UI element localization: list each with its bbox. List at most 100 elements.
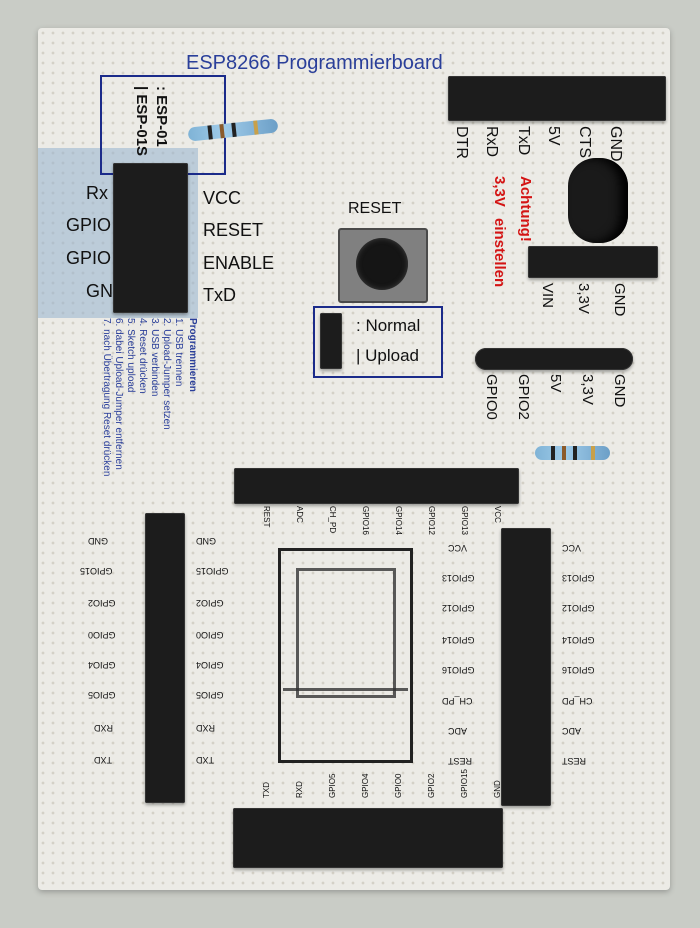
bottom-label-6: GPIO15 [460,769,469,798]
right-label-2: ENABLE [203,253,275,273]
jumper-normal-label: : Normal [356,316,421,335]
capacitor [568,158,628,243]
top-header-label-0: DTR [453,126,470,159]
top-header-label-1: RxD [483,126,500,158]
left-column-inner-2: GPIO2 [196,598,224,608]
right-column-inner-0: VCC [448,543,468,553]
left-column-inner-3: GPIO0 [196,630,224,640]
bottom-label-4: GPIO0 [394,773,403,798]
left-column-inner-1: GPIO15 [196,566,229,576]
right-column-inner-5: CH_PD [442,696,473,706]
right-column-inner-6: ADC [448,726,468,736]
left-column-outer-7: TXD [94,755,112,765]
pcb-board: ESP8266 Programmierboard : ESP-01 | ESP-… [38,28,670,890]
bottom-label-5: GPIO2 [427,773,436,798]
warning-prefix: Achtung! [517,176,534,242]
right-column-outer-6: ADC [562,726,582,736]
left-label-2: GPIO [66,248,112,268]
right-label-0: VCC [203,188,242,208]
left-column-inner-5: GPIO5 [196,690,224,700]
jumper-upload-label: | Upload [356,346,420,365]
left-column-inner-4: GPIO4 [196,660,224,670]
left-column-outer-3: GPIO0 [88,630,116,640]
esp12-top-label-0: REST [262,506,271,528]
right-column-outer-1: GPIO13 [562,573,595,583]
right-vertical-header [501,528,551,806]
voltage-label-2: GND [611,283,628,317]
right-column-outer-5: CH_PD [562,696,593,706]
warning-highlight: 3,3V [491,176,508,207]
instruction-step-5: 5. Sketch upload [125,318,136,393]
esp12-top-header [234,468,519,504]
gpio-label-2: 5V [547,374,564,393]
voltage-selector-header [528,246,658,278]
right-column-outer-2: GPIO12 [562,603,595,613]
right-column-inner-1: GPIO13 [442,573,475,583]
right-column-inner-7: REST [448,756,473,766]
left-column-outer-4: GPIO4 [88,660,116,670]
instruction-step-6: 6. dabei Upload-Jumper entfernen [113,318,124,470]
warning-suffix: einstellen [491,218,508,288]
gpio-label-0: GPIO0 [483,374,500,420]
instruction-step-4: 4. Reset drücken [137,318,148,394]
left-column-outer-5: GPIO5 [88,690,116,700]
right-column-inner-4: GPIO16 [442,665,475,675]
bottom-label-3: GPIO4 [361,773,370,798]
esp12-footprint [278,548,413,763]
left-label-0: Rx [86,183,108,203]
instruction-step-1: 1. USB trennen [173,318,184,387]
left-column-outer-6: RXD [94,723,114,733]
top-header-label-3: 5V [545,126,562,146]
board-title: ESP8266 Programmierboard [186,52,443,74]
voltage-label-0: VIN [539,283,556,309]
right-column-outer-7: REST [562,756,587,766]
esp12-top-label-7: VCC [493,506,502,523]
right-label-1: RESET [203,220,264,240]
upload-jumper[interactable] [320,313,342,369]
bottom-label-0: TXD [262,782,271,798]
top-header-label-2: TxD [515,126,532,156]
top-header-label-4: CTS [576,126,593,158]
gpio-pin-header [475,348,633,370]
right-column-inner-3: GPIO14 [442,635,475,645]
left-column-inner-6: RXD [196,723,216,733]
left-label-3: GN [86,281,113,301]
reset-button-cap[interactable] [356,238,408,290]
left-label-1: GPIO [66,215,112,235]
right-column-inner-2: GPIO12 [442,603,475,613]
esp12-top-label-5: GPIO12 [427,506,436,535]
resistor-right [535,446,610,460]
left-column-inner-0: GND [196,536,216,546]
usb-serial-header [448,76,666,121]
esp12-top-label-4: GPIO14 [394,506,403,535]
instruction-step-7: 7. nach Übertragung Reset drücken [101,318,112,477]
instructions-heading: Programmieren [187,318,198,392]
esp12-top-label-6: GPIO13 [460,506,469,535]
right-column-outer-3: GPIO14 [562,635,595,645]
esp12-top-label-2: CH_PD [328,506,337,534]
left-column-outer-2: GPIO2 [88,598,116,608]
left-column-outer-1: GPIO15 [80,566,113,576]
left-vertical-header [145,513,185,803]
gpio-label-4: GND [611,374,628,408]
right-label-3: TxD [203,285,236,305]
esp12-antenna-trace [283,688,408,746]
instruction-step-2: 2. Upload-Jumper setzen [161,318,172,430]
left-column-outer-0: GND [88,536,108,546]
bottom-label-2: GPIO5 [328,773,337,798]
module-label-1: : ESP-01 [153,86,170,147]
right-column-outer-4: GPIO16 [562,665,595,675]
reset-label: RESET [348,200,402,217]
esp12-top-label-1: ADC [295,506,304,523]
esp12-shield-outline [296,568,396,698]
left-column-inner-7: TXD [196,755,214,765]
gpio-label-3: 3,3V [579,374,596,405]
top-header-label-5: GND [607,126,624,162]
instruction-step-3: 3. USB verbinden [149,318,160,397]
bottom-label-1: RXD [295,781,304,798]
esp12-top-label-3: GPIO16 [361,506,370,535]
bottom-label-7: GND [493,780,502,798]
jumper-box [313,306,443,378]
esp01-socket [113,163,188,313]
right-column-outer-0: VCC [562,543,582,553]
